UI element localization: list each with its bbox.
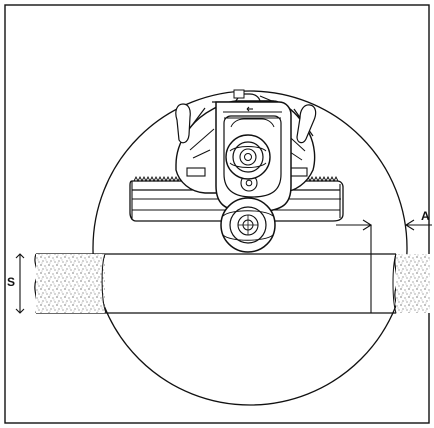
cutting-circle: [92, 90, 408, 406]
dimension-label-s: S: [7, 275, 15, 289]
diagram-frame: [4, 4, 430, 424]
dimension-a: A: [336, 209, 432, 313]
dimension-label-a: A: [421, 209, 430, 223]
saw-machine: [175, 89, 317, 253]
arrow-left-icon: [246, 106, 253, 112]
material-slab: [34, 253, 430, 314]
dimension-s: S: [7, 253, 25, 314]
